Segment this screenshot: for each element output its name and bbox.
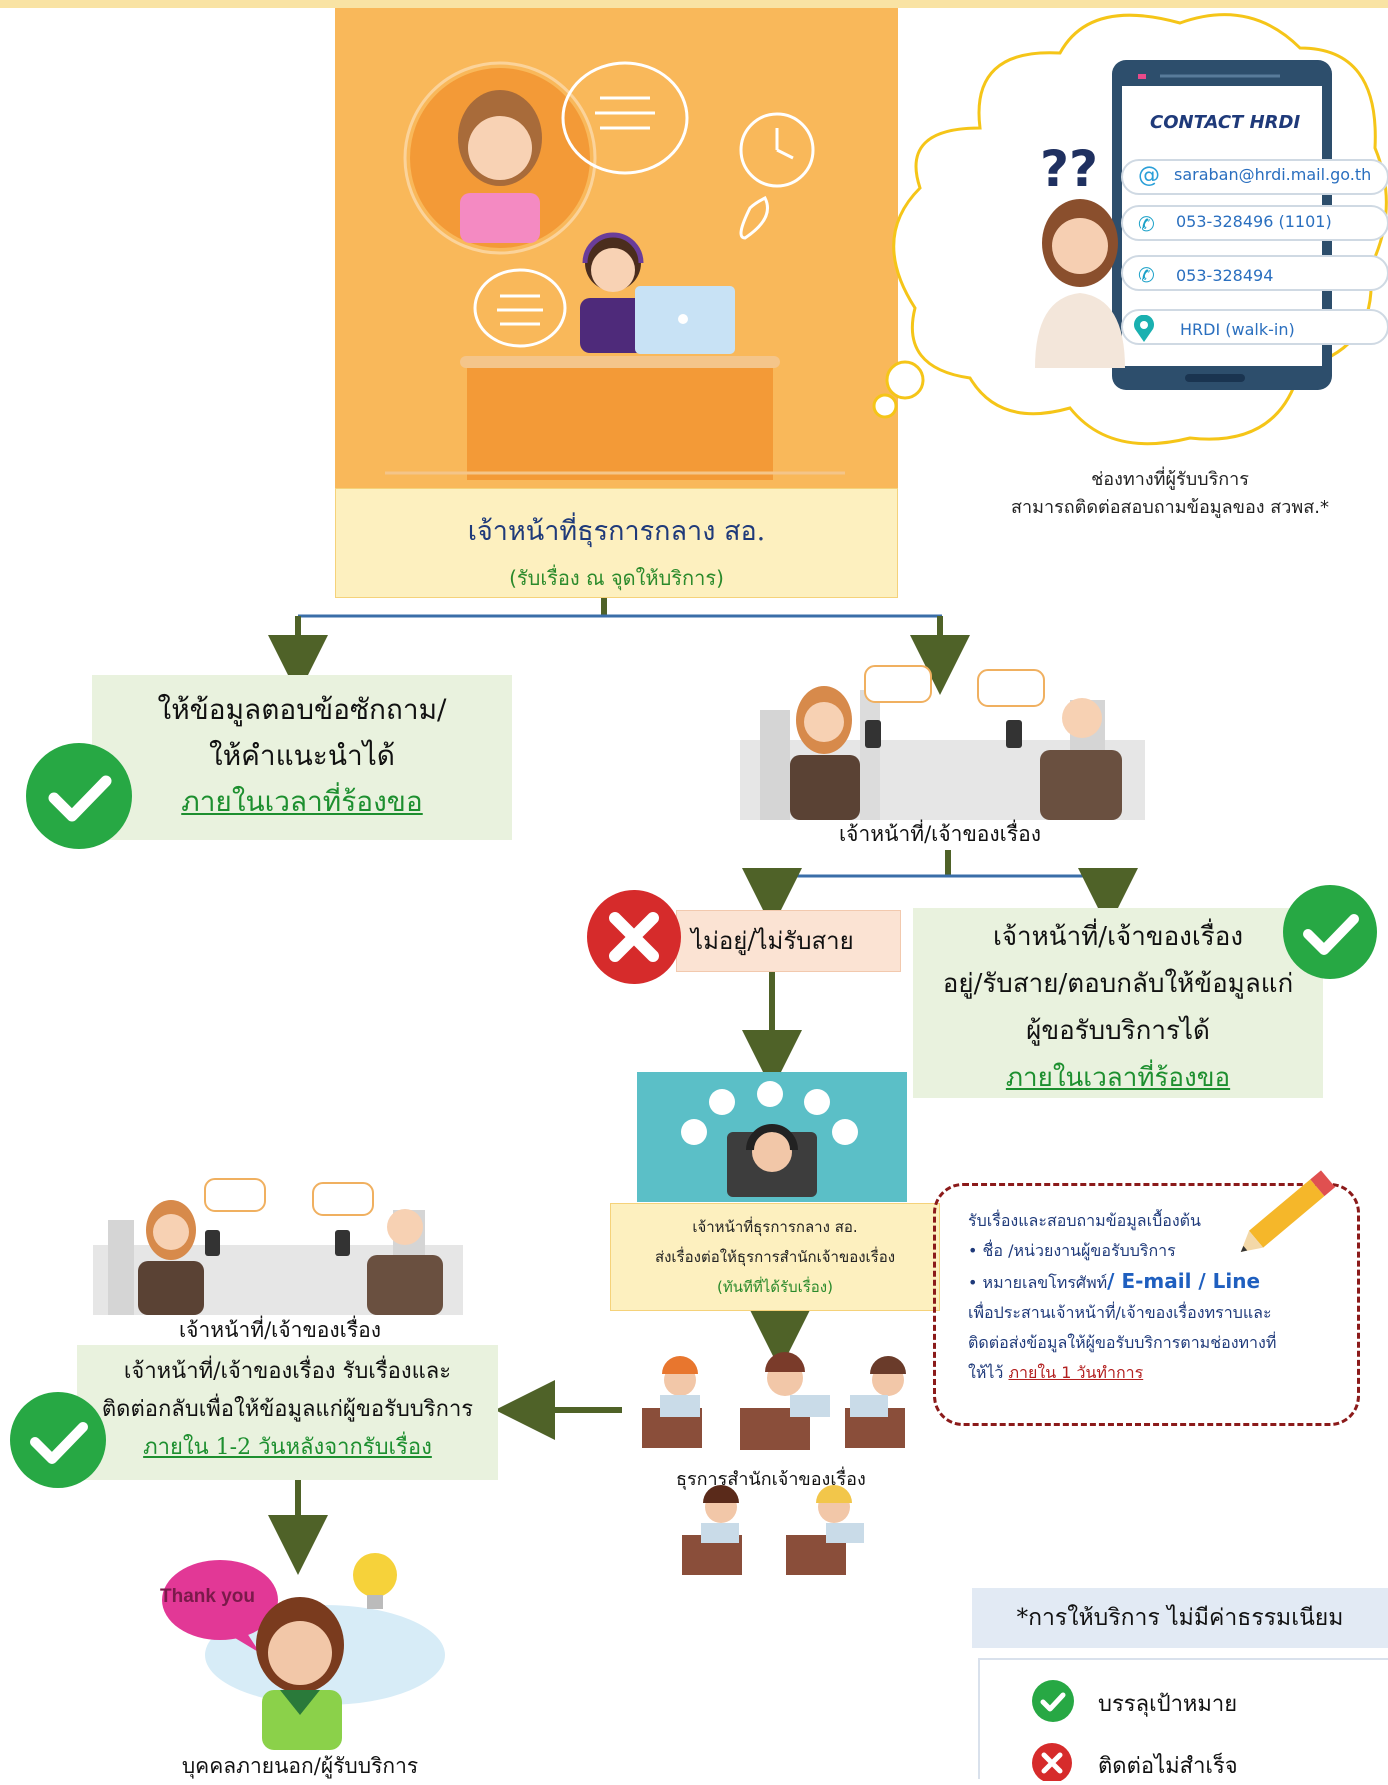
intake-note-box: รับเรื่องและสอบถามข้อมูลเบื้องต้น • ชื่อ… [933,1183,1360,1426]
thank-you-bubble: Thank you [160,1586,256,1607]
dispatch-line2: ส่งเรื่องต่อให้ธุรการสำนักเจ้าของเรื่อง [654,1248,896,1266]
available-line2: อยู่/รับสาย/ตอบกลับให้ข้อมูลแก่ [942,969,1294,999]
cross-icon [587,890,681,988]
customer-caption: บุคคลภายนอก/ผู้รับบริการ [181,1754,419,1778]
contact-walkin: HRDI (walk-in) [1180,320,1295,339]
followup-box: เจ้าหน้าที่/เจ้าของเรื่อง รับเรื่องและ ต… [77,1345,498,1480]
check-icon [10,1392,106,1492]
note-line1: รับเรื่องและสอบถามข้อมูลเบื้องต้น [968,1211,1201,1230]
fee-note: *การให้บริการ ไม่มีค่าธรรมเนียม [972,1588,1388,1648]
available-line3: ผู้ขอรับบริการได้ [1026,1016,1210,1046]
contact-phone2[interactable]: 053-328494 [1176,266,1274,285]
owner-phone-illustration-2 [93,1175,463,1315]
dispatch-panel: เจ้าหน้าที่ธุรการกลาง สอ. ส่งเรื่องต่อให… [610,1203,940,1311]
owner-caption-2: เจ้าหน้าที่/เจ้าของเรื่อง [178,1318,381,1342]
note-line5: ติดต่อส่งข้อมูลให้ผู้ขอรับบริการตามช่องท… [968,1333,1277,1352]
phone-icon: ✆ [1138,212,1155,236]
followup-line1: เจ้าหน้าที่/เจ้าของเรื่อง รับเรื่องและ [123,1359,452,1384]
check-icon [1283,885,1377,983]
cross-icon [1032,1743,1072,1785]
answer-line2: ให้คำแนะนำได้ [209,739,395,772]
note-line4: เพื่อประสานเจ้าหน้าที่/เจ้าของเรื่องทราบ… [968,1303,1272,1322]
contact-email[interactable]: saraban@hrdi.mail.go.th [1174,165,1372,184]
top-band [0,0,1388,8]
note-line6b: ภายใน 1 วันทำการ [1008,1363,1144,1382]
followup-line2: ติดต่อกลับเพื่อให้ข้อมูลแก่ผู้ขอรับบริกา… [101,1397,474,1422]
legend-success: บรรลุเป้าหมาย [1098,1692,1238,1717]
available-line4: ภายในเวลาที่ร้องขอ [1005,1063,1231,1093]
central-staff-title: เจ้าหน้าที่ธุรการกลาง สอ. [467,516,766,547]
at-icon: @ [1138,163,1160,188]
customer-illustration [150,1535,450,1750]
check-icon [26,743,132,853]
answer-line1: ให้ข้อมูลตอบข้อซักถาม/ [157,693,447,726]
office-staff-illustration-2 [676,1485,876,1580]
central-staff-subtitle: (รับเรื่อง ณ จุดให้บริการ) [509,566,724,590]
check-icon [1032,1680,1074,1726]
not-available-box: ไม่อยู่/ไม่รับสาย [676,910,901,972]
owner-caption: เจ้าหน้าที่/เจ้าของเรื่อง [838,822,1041,846]
question-marks: ?? [1040,140,1099,198]
contact-cloud [860,8,1388,458]
available-box: เจ้าหน้าที่/เจ้าของเรื่อง อยู่/รับสาย/ตอ… [913,908,1323,1098]
office-staff-illustration [640,1350,920,1455]
contact-caption-line2: สามารถติดต่อสอบถามข้อมูลของ สวพส.* [1011,497,1329,518]
note-line2: • ชื่อ /หน่วยงานผู้ขอรับบริการ [968,1241,1176,1260]
answer-line3: ภายในเวลาที่ร้องขอ [181,785,423,818]
operator-illustration [637,1072,907,1202]
contact-title: CONTACT HRDI [1150,112,1301,133]
call-center-illustration [335,8,898,488]
dispatch-line1: เจ้าหน้าที่ธุรการกลาง สอ. [692,1218,858,1236]
contact-caption-line1: ช่องทางที่ผู้รับบริการ [1091,469,1249,490]
note-line3b: / E-mail / Line [1107,1269,1261,1293]
location-pin-icon [1132,314,1156,347]
answer-box: ให้ข้อมูลตอบข้อซักถาม/ ให้คำแนะนำได้ ภาย… [92,675,512,840]
dispatch-line3: (ทันทีที่ได้รับเรื่อง) [716,1278,833,1296]
note-line3a: • หมายเลขโทรศัพท์ [968,1273,1108,1292]
owner-phone-illustration [740,660,1145,820]
central-staff-panel: เจ้าหน้าที่ธุรการกลาง สอ. (รับเรื่อง ณ จ… [335,488,898,598]
pencil-icon [1228,1160,1348,1274]
available-line1: เจ้าหน้าที่/เจ้าของเรื่อง [992,922,1244,952]
followup-line3: ภายใน 1-2 วันหลังจากรับเรื่อง [143,1435,432,1460]
note-line6a: ให้ไว้ [968,1363,1004,1382]
contact-phone1[interactable]: 053-328496 (1101) [1176,212,1332,231]
phone-icon: ✆ [1138,263,1155,287]
contact-caption: ช่องทางที่ผู้รับบริการ สามารถติดต่อสอบถา… [960,466,1380,522]
legend: บรรลุเป้าหมาย ติดต่อไม่สำเร็จ [978,1658,1388,1783]
office-caption: ธุรการสำนักเจ้าของเรื่อง [676,1469,866,1490]
legend-fail: ติดต่อไม่สำเร็จ [1098,1754,1238,1779]
